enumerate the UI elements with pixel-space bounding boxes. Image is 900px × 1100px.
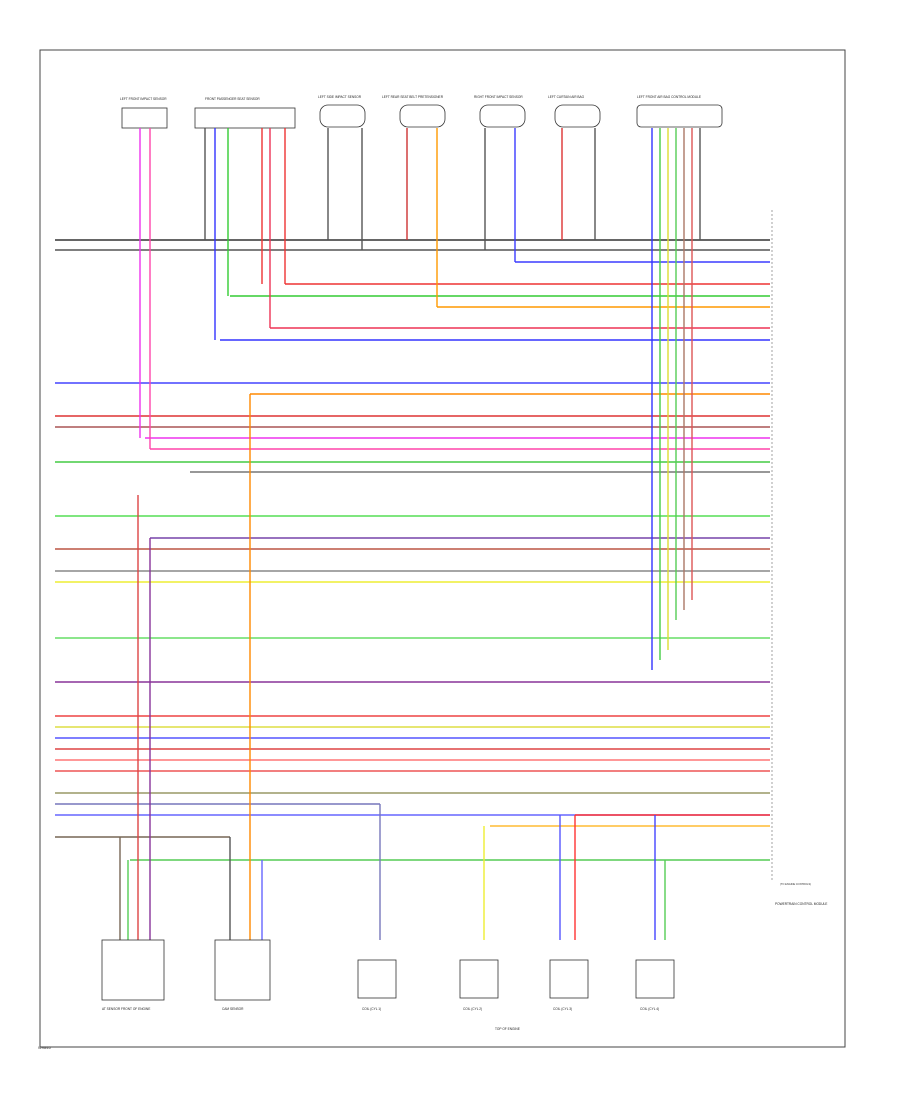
- vertical-wires-top: [139, 128, 701, 670]
- label-front-passenger-seat-sensor: FRONT PASSENGER SEAT SENSOR: [205, 97, 260, 101]
- label-coil-2: COIL (CYL 2): [463, 1007, 482, 1011]
- label-air-bag-control-module: LEFT FRONT AIR BAG CONTROL MODULE: [637, 95, 701, 99]
- label-coil-1: COIL (CYL 1): [362, 1007, 381, 1011]
- label-cam-sensor: CAM SENSOR: [222, 1007, 244, 1011]
- label-powertrain-control-module: POWERTRAIN CONTROL MODULE: [775, 902, 827, 906]
- component-box-left-rear-pretensioner: [399, 104, 446, 128]
- component-box-cam-sensor: [214, 939, 271, 1001]
- component-box-at-sensor: [101, 939, 165, 1001]
- label-left-front-impact-sensor: LEFT FRONT IMPACT SENSOR: [120, 97, 167, 101]
- bottom-components: [101, 939, 675, 1001]
- component-box-air-bag-control-module: [636, 104, 723, 128]
- component-box-left-curtain-air-bag: [554, 104, 601, 128]
- label-left-curtain-air-bag: LEFT CURTAIN AIR BAG: [548, 95, 585, 99]
- label-at-sensor: AT SENSOR FRONT OF ENGINE: [102, 1007, 150, 1011]
- component-labels: LEFT FRONT IMPACT SENSOR FRONT PASSENGER…: [102, 95, 827, 1031]
- vertical-wires-bottom: [119, 394, 666, 940]
- component-box-coil-1: [357, 959, 397, 999]
- component-box-front-passenger-seat-sensor: [194, 107, 296, 129]
- label-top-of-engine: TOP OF ENGINE: [495, 1027, 520, 1031]
- label-left-rear-pretensioner: LEFT REAR SEAT BELT PRETENSIONER: [382, 95, 444, 99]
- component-box-coil-3: [549, 959, 589, 999]
- label-left-side-impact-sensor: LEFT SIDE IMPACT SENSOR: [318, 95, 362, 99]
- diagram-border: [39, 49, 846, 1048]
- label-coil-3: COIL (CYL 3): [553, 1007, 572, 1011]
- label-coil-4: COIL (CYL 4): [640, 1007, 659, 1011]
- label-right-front-impact-sensor: RIGHT FRONT IMPACT SENSOR: [474, 95, 523, 99]
- horizontal-wires: [55, 239, 770, 861]
- component-box-left-front-impact-sensor: [121, 107, 168, 129]
- diagram-footer-id: W9846: [38, 1045, 51, 1050]
- component-box-coil-4: [635, 959, 675, 999]
- component-box-right-front-impact-sensor: [479, 104, 526, 128]
- label-engine-controls-note: (TO ENGINE CONTROLS): [780, 882, 811, 886]
- component-box-left-side-impact-sensor: [319, 104, 366, 128]
- top-components: [121, 104, 723, 129]
- component-box-coil-2: [459, 959, 499, 999]
